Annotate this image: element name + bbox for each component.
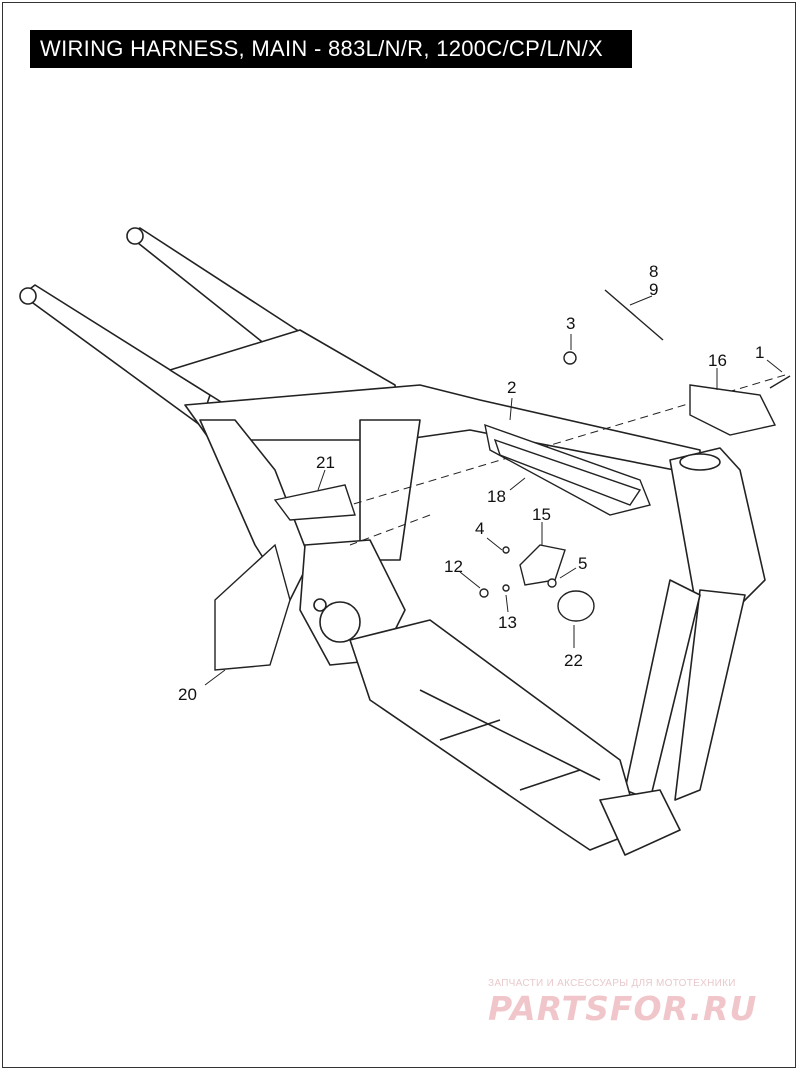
leader-12 [459, 571, 481, 589]
part-4-screw [502, 546, 510, 554]
leader-21 [317, 469, 326, 491]
rear-fork-right-bushing [126, 227, 144, 245]
part-13-fastener [502, 584, 510, 592]
lower-crossbar-1 [439, 719, 501, 741]
callout-16: 16 [708, 351, 727, 370]
callout-12: 12 [444, 557, 463, 576]
callout-8: 8 [649, 262, 658, 281]
callout-22: 22 [564, 651, 583, 670]
part-3-clip [563, 351, 577, 365]
leader-4 [486, 537, 503, 551]
part-8-9-tie [604, 289, 664, 341]
leader-1 [766, 359, 783, 373]
part-5-nut [547, 578, 557, 588]
steering-head-top [679, 453, 721, 471]
part-21-bracket [273, 484, 356, 521]
leader-5 [559, 567, 577, 579]
callout-3: 3 [566, 314, 575, 333]
part-18-tray-body [493, 438, 642, 506]
callout-18: 18 [487, 487, 506, 506]
lower-rail [419, 689, 601, 781]
rear-fork-left [21, 284, 211, 426]
rear-fork-left-bushing [19, 287, 37, 305]
page-title: WIRING HARNESS, MAIN - 883L/N/R, 1200C/C… [30, 30, 632, 68]
part-12-fastener [479, 588, 489, 598]
callout-4: 4 [475, 519, 484, 538]
pivot-bolt [313, 598, 327, 612]
dash-line-lower [349, 514, 431, 546]
callout-13: 13 [498, 613, 517, 632]
part-15-bracket [519, 544, 566, 586]
leader-8-9 [629, 295, 653, 306]
callout-9: 9 [649, 280, 658, 299]
leader-20 [204, 669, 226, 686]
callout-20: 20 [178, 685, 197, 704]
steering-head [669, 447, 766, 611]
lower-crossbar-2 [519, 769, 581, 791]
pivot-hole [319, 601, 361, 643]
front-bottom-bend [599, 789, 681, 856]
leader-2 [509, 397, 513, 421]
callout-2: 2 [507, 378, 516, 397]
part-20-module [214, 543, 291, 671]
front-down-tube-right [674, 589, 746, 801]
part-1-screw [769, 375, 791, 389]
leader-18 [509, 477, 526, 491]
callout-1: 1 [755, 343, 764, 362]
part-22-bushing [557, 590, 595, 622]
leader-13 [505, 594, 509, 613]
part-16-connector [689, 384, 777, 436]
callout-15: 15 [532, 505, 551, 524]
watermark-logo: PARTSFOR.RU [488, 989, 758, 1028]
lower-cradle [349, 619, 641, 851]
callout-21: 21 [316, 453, 335, 472]
callout-5: 5 [578, 554, 587, 573]
seat-post-tube [359, 419, 421, 561]
watermark-tagline: ЗАПЧАСТИ И АКСЕССУАРЫ ДЛЯ МОТОТЕХНИКИ [488, 978, 736, 989]
